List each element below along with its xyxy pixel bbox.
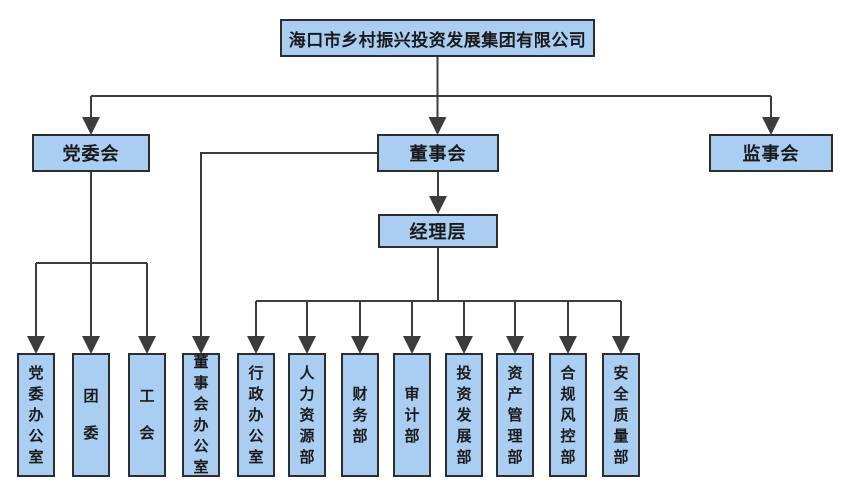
dept-label-char: 部 xyxy=(560,448,576,466)
dept-box-investment-development: 投资发展部 xyxy=(445,353,483,477)
dept-label-char: 工 xyxy=(139,388,155,405)
dept-label-char: 部 xyxy=(613,448,629,466)
company-title-label: 海口市乡村振兴投资发展集团有限公司 xyxy=(288,30,587,50)
connector-board-to-board-office xyxy=(192,152,377,354)
dept-box-safety-quality: 安全质量部 xyxy=(602,353,640,477)
org-box-supervisory-board: 监事会 xyxy=(709,134,833,172)
dept-label-char: 公 xyxy=(193,438,209,455)
dept-box-youth-league: 团委 xyxy=(72,353,110,477)
dept-label-char: 室 xyxy=(193,459,209,476)
dept-box-board-office: 董事会办公室 xyxy=(182,353,220,477)
dept-label-char: 部 xyxy=(352,427,368,445)
org-box-party-committee: 党委会 xyxy=(32,134,150,172)
dept-label-char: 委 xyxy=(28,385,44,403)
org-box-management-layer: 经理层 xyxy=(378,214,498,248)
management-layer-label: 经理层 xyxy=(409,222,467,242)
dept-label-char: 力 xyxy=(299,385,315,403)
dept-label-char: 源 xyxy=(299,427,315,445)
dept-label-char: 委 xyxy=(83,425,99,442)
dept-label-char: 部 xyxy=(299,448,315,466)
dept-box-asset-management: 资产管理部 xyxy=(496,353,534,477)
dept-label-char: 质 xyxy=(613,406,629,424)
dept-box-finance: 财务部 xyxy=(341,353,379,477)
dept-label-char: 控 xyxy=(560,427,576,445)
dept-label-char: 资 xyxy=(299,406,315,424)
dept-label-char: 行 xyxy=(248,364,264,382)
dept-label-char: 资 xyxy=(507,364,523,382)
dept-label-char: 会 xyxy=(139,425,155,442)
dept-label-char: 合 xyxy=(560,364,576,382)
dept-label-char: 产 xyxy=(507,385,523,403)
dept-label-char: 办 xyxy=(193,417,209,434)
dept-label-char: 部 xyxy=(507,448,523,466)
dept-label-char: 会 xyxy=(193,396,209,413)
dept-box-human-resources: 人力资源部 xyxy=(288,353,326,477)
dept-label-char: 董 xyxy=(193,354,209,371)
dept-label-char: 办 xyxy=(28,406,44,424)
dept-label-char: 团 xyxy=(83,388,99,405)
dept-box-admin-office: 行政办公室 xyxy=(237,353,275,477)
dept-box-party-committee-office: 党委办公室 xyxy=(17,353,55,477)
dept-label-char: 事 xyxy=(193,375,209,392)
dept-label-char: 量 xyxy=(613,427,629,445)
dept-label-char: 审 xyxy=(404,385,420,403)
dept-box-compliance-risk-control: 合规风控部 xyxy=(549,353,587,477)
dept-label-char: 部 xyxy=(456,448,472,466)
dept-label-char: 党 xyxy=(28,364,44,382)
supervisory-board-label: 监事会 xyxy=(742,144,800,164)
dept-label-char: 全 xyxy=(613,385,629,403)
dept-box-labor-union: 工会 xyxy=(128,353,166,477)
dept-label-char: 公 xyxy=(28,427,44,445)
dept-label-char: 人 xyxy=(299,364,315,382)
dept-label-char: 室 xyxy=(28,448,44,466)
dept-label-char: 管 xyxy=(507,406,523,424)
dept-label-char: 部 xyxy=(404,427,420,445)
dept-label-char: 公 xyxy=(248,427,264,445)
org-box-company-title: 海口市乡村振兴投资发展集团有限公司 xyxy=(280,19,595,57)
dept-label-char: 投 xyxy=(456,364,472,382)
dept-label-char: 室 xyxy=(248,448,264,466)
dept-label-char: 办 xyxy=(248,406,264,424)
dept-label-char: 务 xyxy=(352,406,368,424)
dept-label-char: 发 xyxy=(456,406,472,424)
party-committee-label: 党委会 xyxy=(62,144,120,164)
org-box-board-of-directors: 董事会 xyxy=(377,134,499,172)
dept-label-char: 计 xyxy=(404,406,420,424)
dept-label-char: 展 xyxy=(456,427,472,445)
dept-label-char: 资 xyxy=(456,385,472,403)
dept-box-audit: 审计部 xyxy=(393,353,431,477)
dept-label-char: 规 xyxy=(560,385,576,403)
dept-label-char: 理 xyxy=(507,427,523,445)
dept-label-char: 政 xyxy=(248,385,264,403)
board-of-directors-label: 董事会 xyxy=(409,144,467,164)
dept-label-char: 安 xyxy=(613,364,629,382)
dept-label-char: 风 xyxy=(560,406,576,424)
dept-label-char: 财 xyxy=(352,385,368,403)
